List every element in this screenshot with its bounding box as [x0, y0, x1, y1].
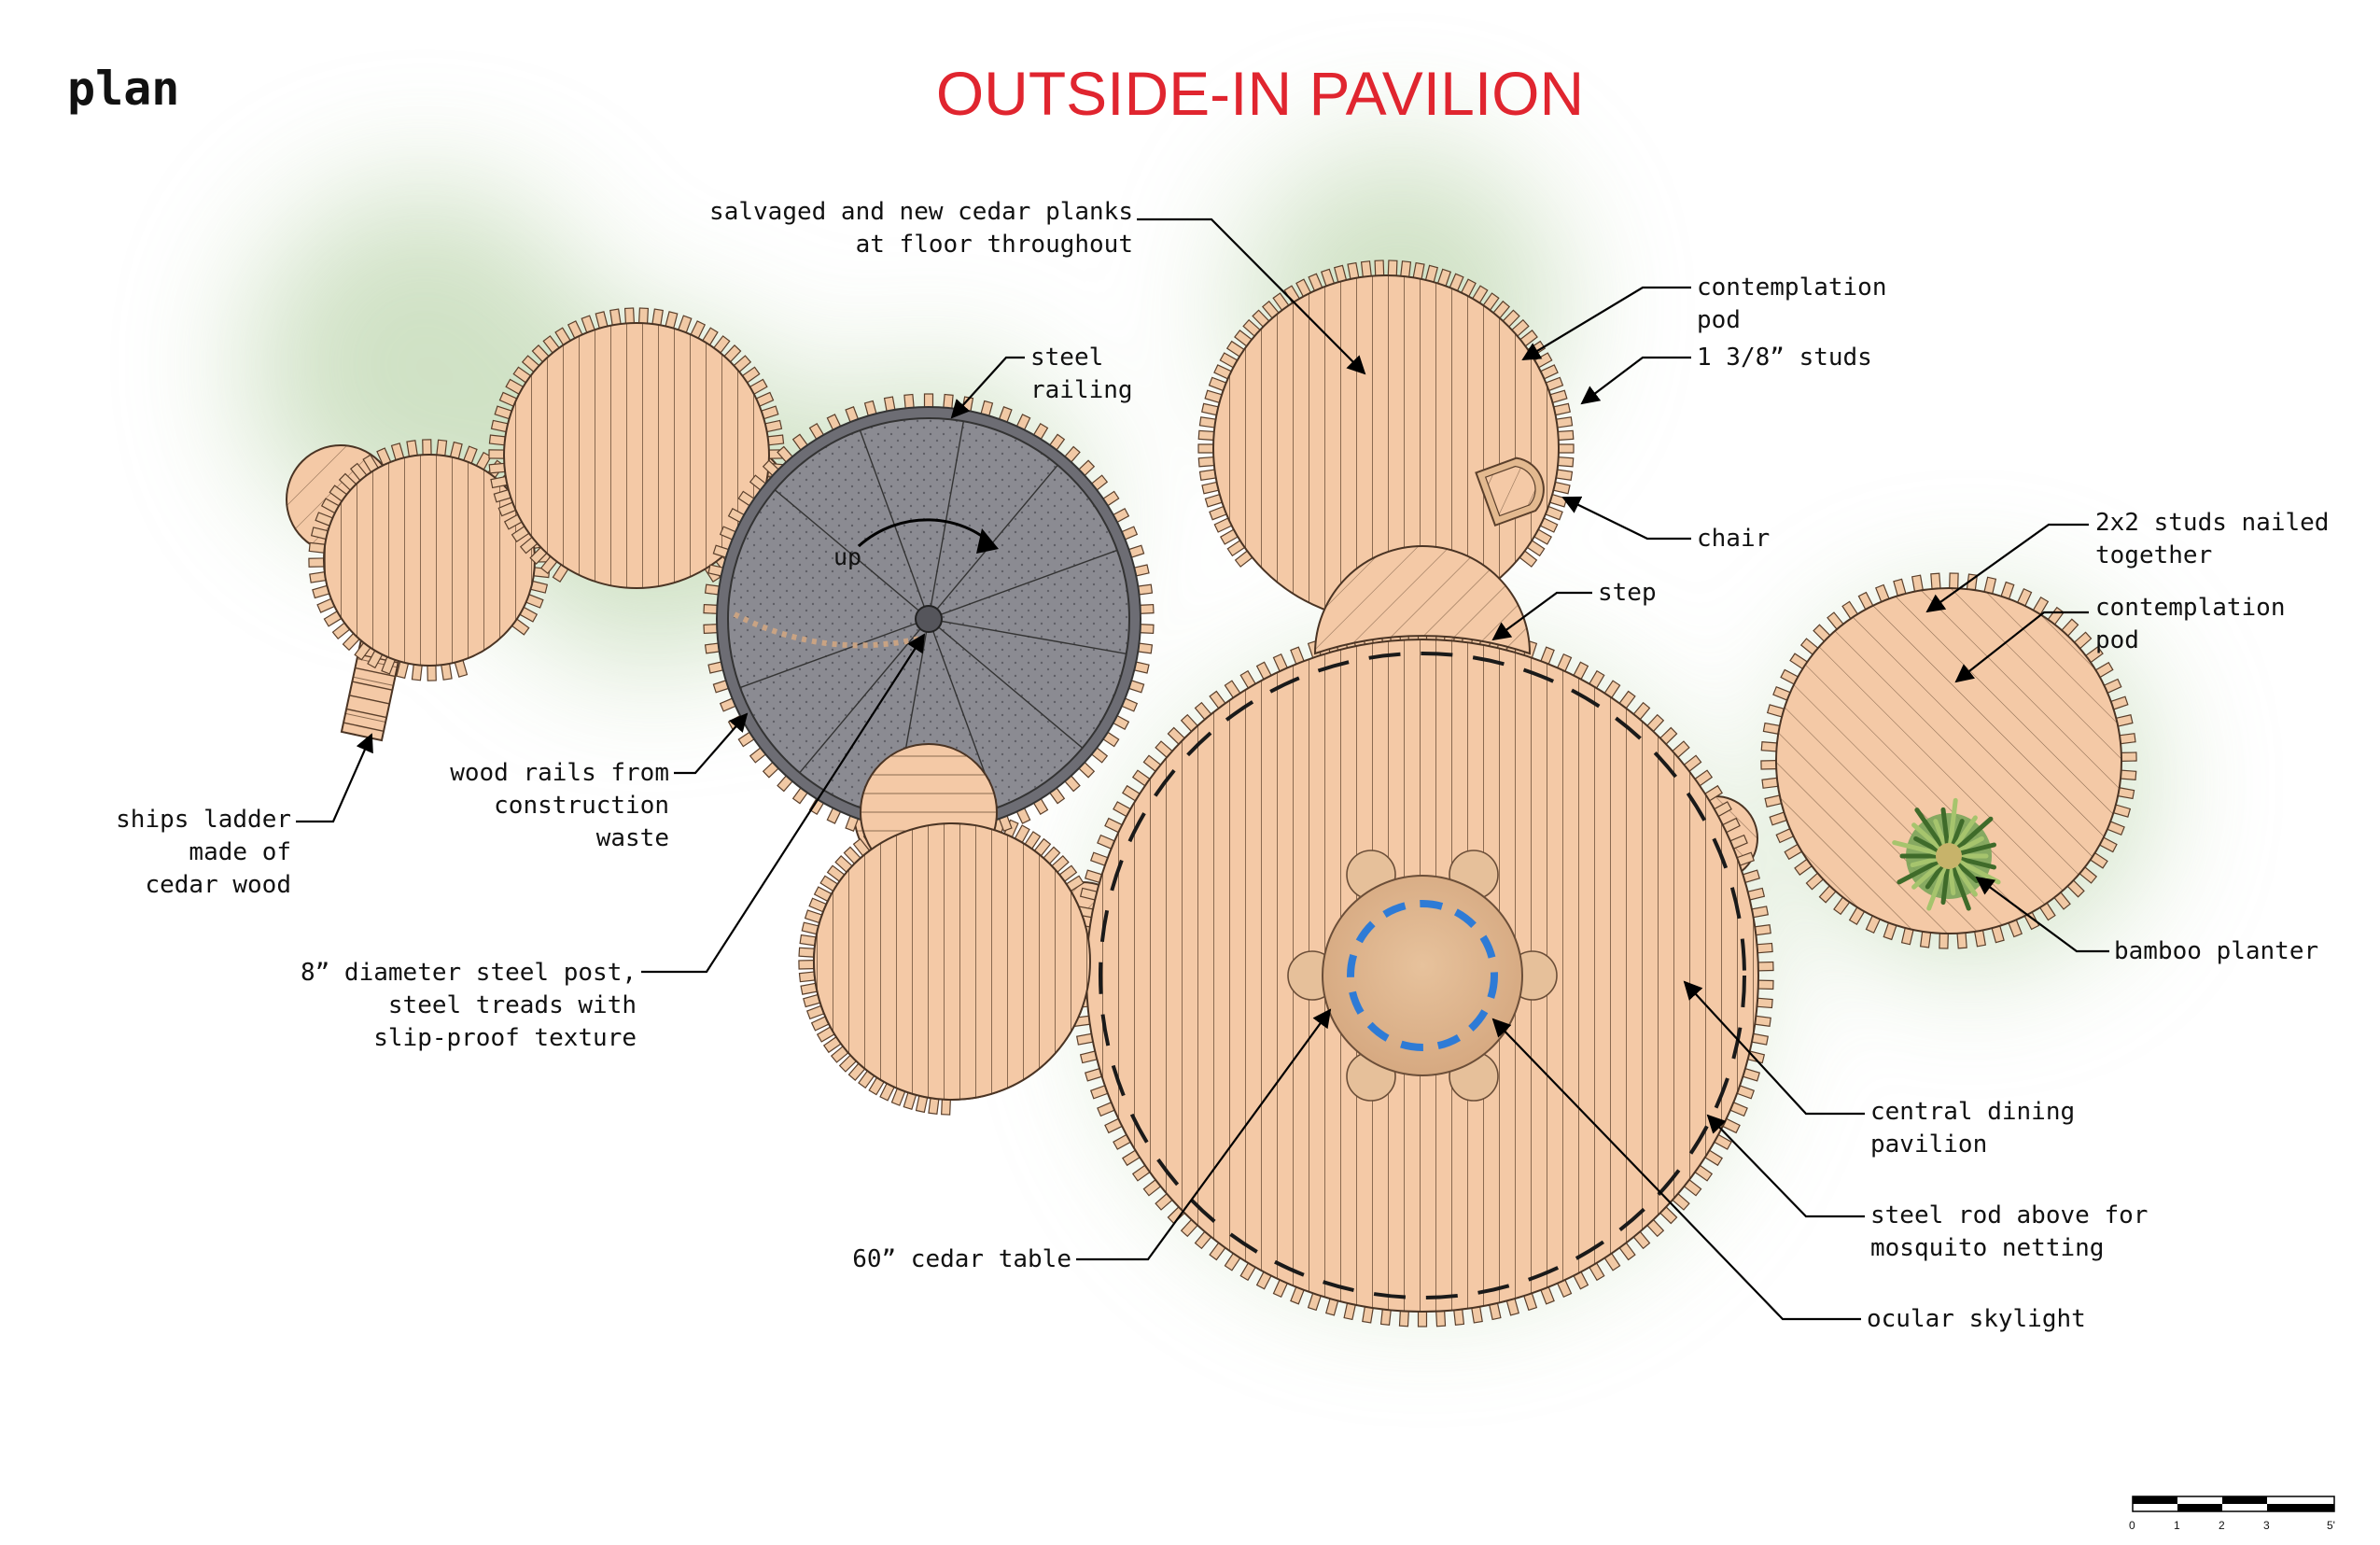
- callout-leaders: [296, 218, 2109, 1321]
- leader-contemplation-pod-2: [1954, 611, 2089, 683]
- label-contemplation-pod-1-line-1: contemplation: [1697, 274, 1887, 302]
- pod-lower-left-top: [813, 822, 1091, 1101]
- leader-steel-railing: [950, 356, 1025, 419]
- leader-cedar-planks: [1137, 218, 1366, 375]
- leader-ships-ladder: [296, 733, 373, 823]
- label-bamboo-planter-line-1: bamboo planter: [2114, 937, 2318, 965]
- leader-wood-rails: [674, 712, 749, 775]
- label-wood-rails-line-2: construction: [494, 792, 669, 820]
- label-steel-railing-line-2: railing: [1030, 376, 1133, 404]
- scale-bar: 0 1 2 3 5': [2129, 1496, 2335, 1532]
- label-wood-rails-line-1: wood rails from: [450, 759, 669, 787]
- leader-step: [1491, 591, 1592, 641]
- label-chair-line-1: chair: [1697, 525, 1770, 553]
- steel-rod-ring: [1099, 652, 1746, 1299]
- bamboo-planter: [1892, 797, 2001, 911]
- sheet-heading: plan: [67, 62, 179, 116]
- label-central-dining-line-2: pavilion: [1870, 1131, 1987, 1159]
- leader-contemplation-pod-1: [1521, 286, 1691, 361]
- callout-labels: salvaged and new cedar planks at floor th…: [116, 198, 2329, 1333]
- label-2x2-studs-line-1: 2x2 studs nailed: [2095, 509, 2329, 537]
- leader-cedar-table: [1076, 1008, 1332, 1261]
- ocular-skylight: [1347, 900, 1498, 1051]
- scale-tick-5: 5': [2327, 1519, 2335, 1532]
- label-contemplation-pod-1-line-2: pod: [1697, 306, 1741, 334]
- label-ocular-skylight-line-1: ocular skylight: [1867, 1305, 2086, 1333]
- scale-tick-3: 3: [2263, 1519, 2270, 1532]
- label-cedar-planks-line-2: at floor throughout: [856, 231, 1133, 259]
- leader-bamboo-planter: [1975, 876, 2109, 953]
- label-central-dining-line-1: central dining: [1870, 1098, 2075, 1126]
- label-contemplation-pod-2-line-2: pod: [2095, 626, 2139, 654]
- label-contemplation-pod-2-line-1: contemplation: [2095, 594, 2286, 622]
- label-steel-railing-line-1: steel: [1030, 344, 1103, 372]
- leader-steel-rod: [1706, 1114, 1865, 1218]
- label-steel-post-line-2: steel treads with: [388, 991, 637, 1019]
- leader-ocular-skylight: [1491, 1018, 1861, 1321]
- label-steel-rod-line-2: mosquito netting: [1870, 1234, 2104, 1262]
- label-ships-ladder-line-2: made of: [189, 838, 291, 866]
- label-studs-line-1: 1 3/8” studs: [1697, 344, 1872, 372]
- stair-direction-arrow: [858, 518, 999, 554]
- label-steel-post-line-1: 8” diameter steel post,: [301, 959, 637, 987]
- dining-table-group: [1287, 850, 1558, 1102]
- step-overlay: [1313, 545, 1532, 655]
- label-ships-ladder-line-1: ships ladder: [116, 806, 291, 834]
- label-2x2-studs-line-2: together: [2095, 541, 2212, 569]
- leader-studs: [1580, 356, 1691, 405]
- label-wood-rails-line-3: waste: [596, 824, 669, 852]
- leader-2x2-studs: [1925, 523, 2089, 613]
- leader-central-dining: [1683, 980, 1865, 1116]
- spiral-stair: [703, 393, 1155, 845]
- steel-post: [915, 605, 943, 633]
- contemplation-pod-2: [1760, 572, 2137, 949]
- scale-tick-1: 1: [2174, 1519, 2180, 1532]
- deck-pods: [286, 260, 2137, 1327]
- sheet-title: OUTSIDE-IN PAVILION: [936, 59, 1584, 128]
- scale-tick-2: 2: [2219, 1519, 2225, 1532]
- label-cedar-table-line-1: 60” cedar table: [852, 1245, 1071, 1273]
- label-steel-rod-line-1: steel rod above for: [1870, 1201, 2148, 1229]
- leader-chair: [1561, 496, 1691, 541]
- label-step-line-1: step: [1598, 579, 1657, 607]
- scale-tick-0: 0: [2129, 1519, 2135, 1532]
- stair-up-label: up: [833, 543, 861, 570]
- leader-steel-post: [641, 633, 926, 974]
- label-steel-post-line-3: slip-proof texture: [373, 1024, 637, 1052]
- label-ships-ladder-line-3: cedar wood: [145, 871, 291, 899]
- pod-chair: [1475, 456, 1545, 527]
- label-cedar-planks-line-1: salvaged and new cedar planks: [709, 198, 1133, 226]
